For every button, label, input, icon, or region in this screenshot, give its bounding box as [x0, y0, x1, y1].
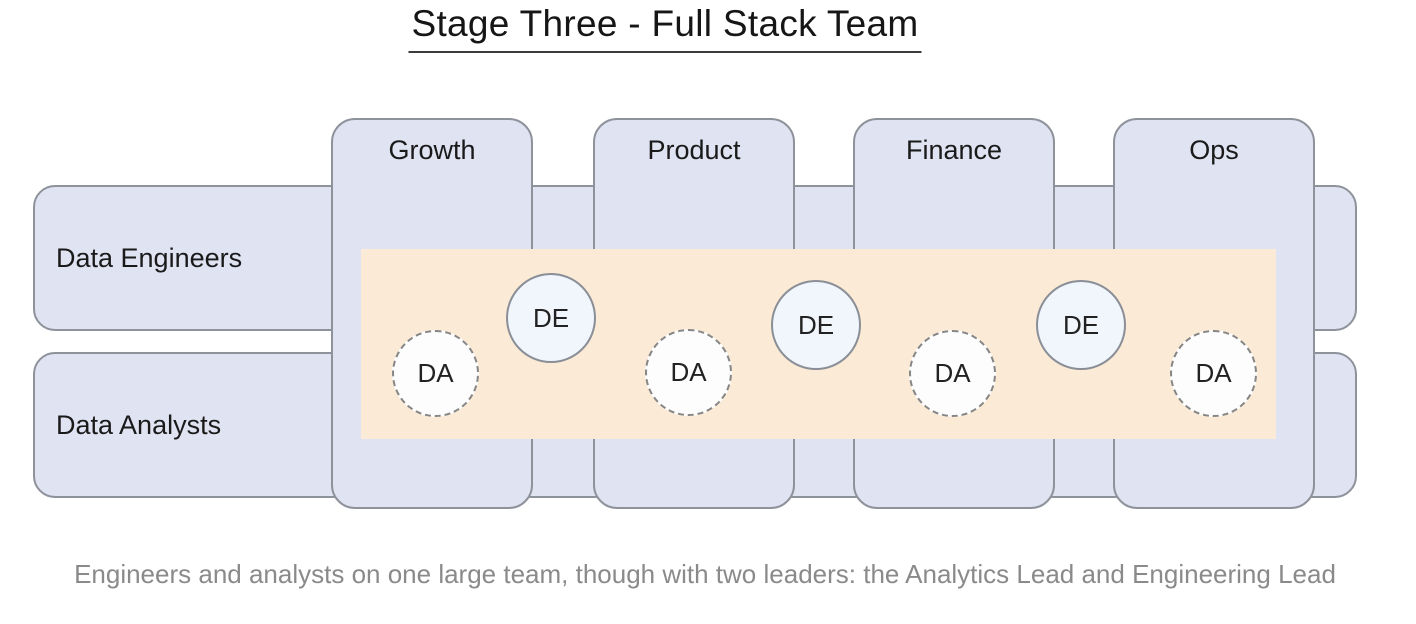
row-label-data-analysts: Data Analysts	[56, 409, 222, 440]
member-circle-de-3: DE	[1036, 280, 1126, 370]
member-circle-de-1: DE	[506, 273, 596, 363]
row-label-data-engineers: Data Engineers	[56, 242, 243, 273]
column-label-product: Product	[647, 135, 741, 165]
member-circle-da-4: DA	[1170, 330, 1257, 417]
member-circle-da-2: DA	[645, 329, 732, 416]
column-label-growth: Growth	[388, 135, 476, 165]
diagram-title: Stage Three - Full Stack Team	[408, 3, 922, 53]
diagram-caption: Engineers and analysts on one large team…	[74, 559, 1336, 589]
column-label-finance: Finance	[905, 135, 1003, 165]
column-label-ops: Ops	[1189, 135, 1239, 165]
member-circle-da-1: DA	[392, 330, 479, 417]
member-circle-de-2: DE	[771, 280, 861, 370]
member-circle-da-3: DA	[909, 330, 996, 417]
